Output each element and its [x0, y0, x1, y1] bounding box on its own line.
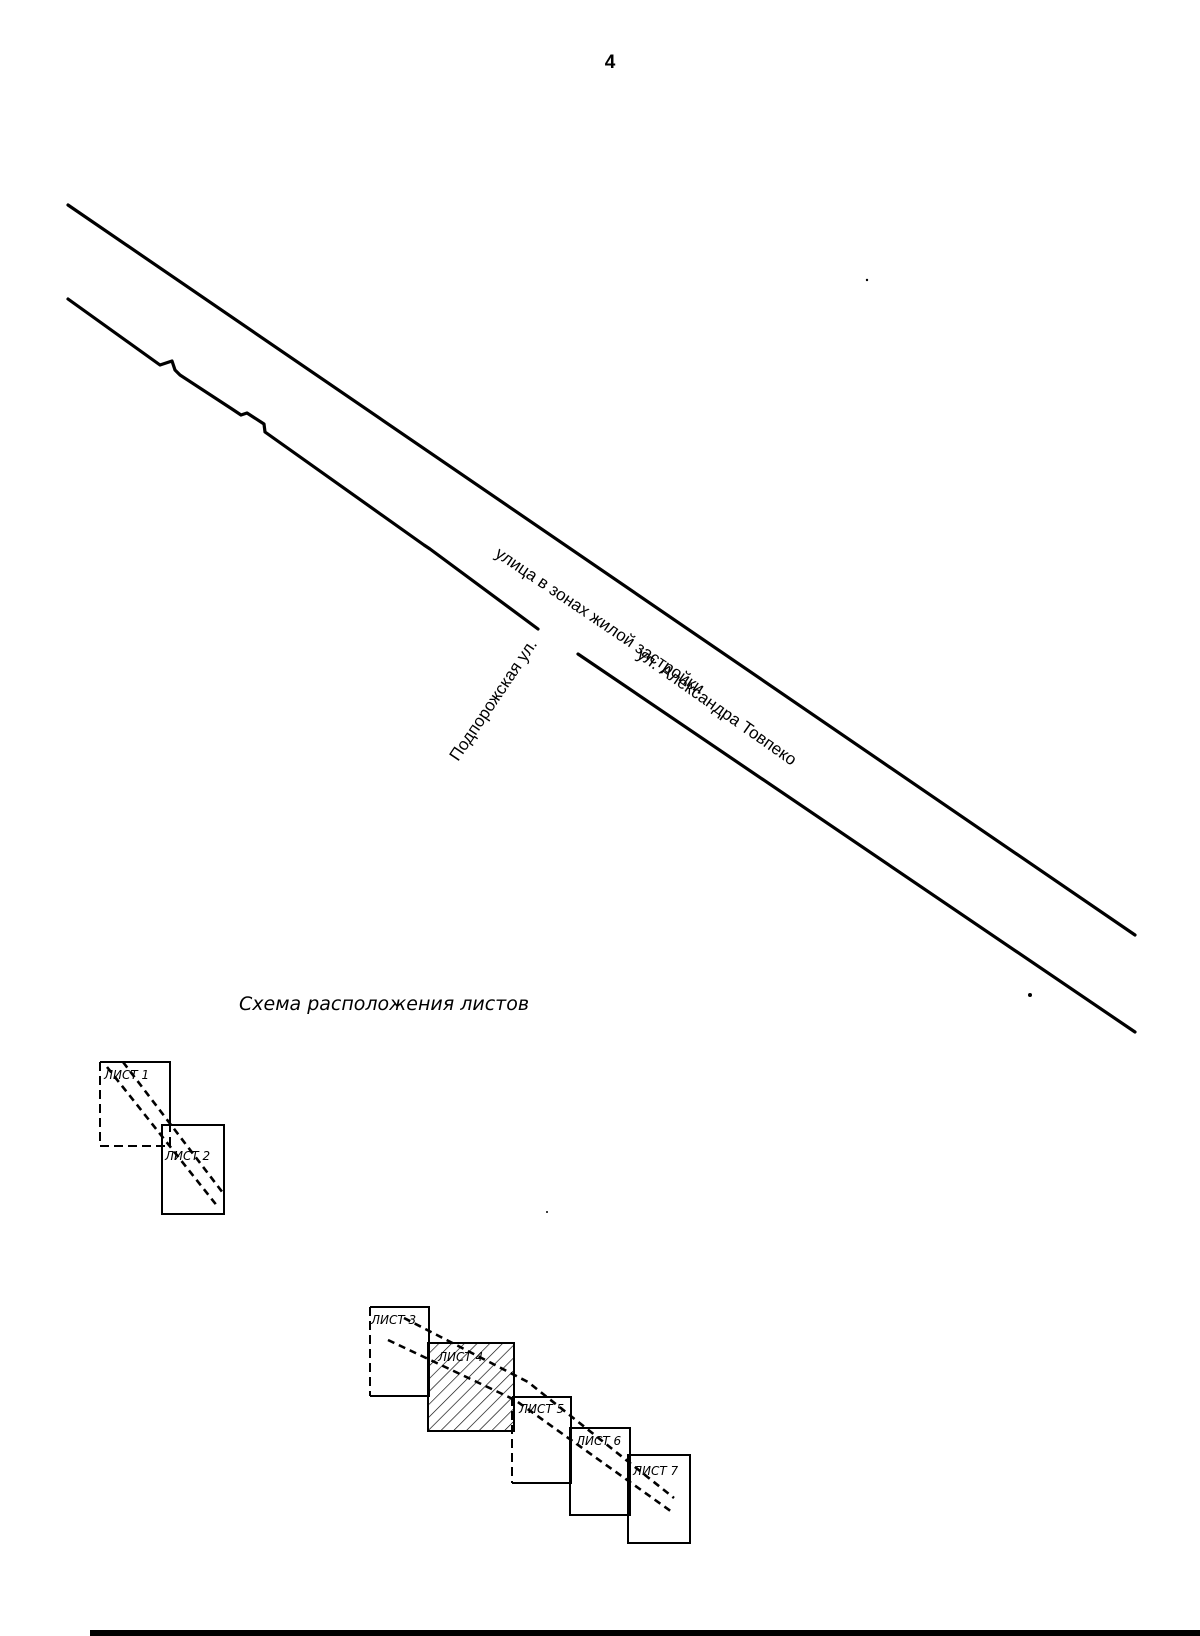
sheet-4-label: ЛИСТ 4: [437, 1350, 483, 1364]
route-corridor-1b: [121, 1061, 225, 1194]
sheet-7-label: ЛИСТ 7: [632, 1464, 679, 1478]
route-corridor-1: [105, 1066, 220, 1208]
page-bottom-border: [90, 1630, 1200, 1636]
sheet-3-label: ЛИСТ 3: [370, 1313, 416, 1327]
sheet-2-frame: [161, 1124, 225, 1215]
sheet-3-frame: [370, 1306, 430, 1397]
scan-dot: [865, 278, 869, 282]
street-map: ул. Александра Товпеко улица в зонах жил…: [66, 203, 1137, 1034]
sheet-1-label: ЛИСТ 1: [103, 1068, 149, 1082]
sheet-1-frame-dashed: [99, 1062, 171, 1147]
scan-dot: [1028, 993, 1032, 997]
road-north-edge: [66, 203, 1137, 937]
sheet-6-label: ЛИСТ 6: [575, 1434, 622, 1448]
road-south-edge-west: [66, 297, 540, 631]
side-street-label: Подпорожская ул.: [446, 636, 541, 765]
schema-title: Схема расположения листов: [239, 993, 529, 1015]
sheet-5-label: ЛИСТ 5: [518, 1402, 564, 1416]
road-south-edge-east: [576, 652, 1137, 1034]
sheet-7-frame: [627, 1454, 691, 1544]
route-corridor-2: [387, 1338, 673, 1514]
page-number: 4: [605, 52, 616, 73]
sheet-6-frame: [569, 1427, 631, 1516]
sheet-2-label: ЛИСТ 2: [164, 1149, 210, 1163]
scan-dot: [546, 1211, 548, 1213]
sheet-layout-schema: ЛИСТ 1 ЛИСТ 2 ЛИСТ 3 ЛИСТ 4 ЛИСТ 5 ЛИСТ …: [99, 1061, 691, 1544]
